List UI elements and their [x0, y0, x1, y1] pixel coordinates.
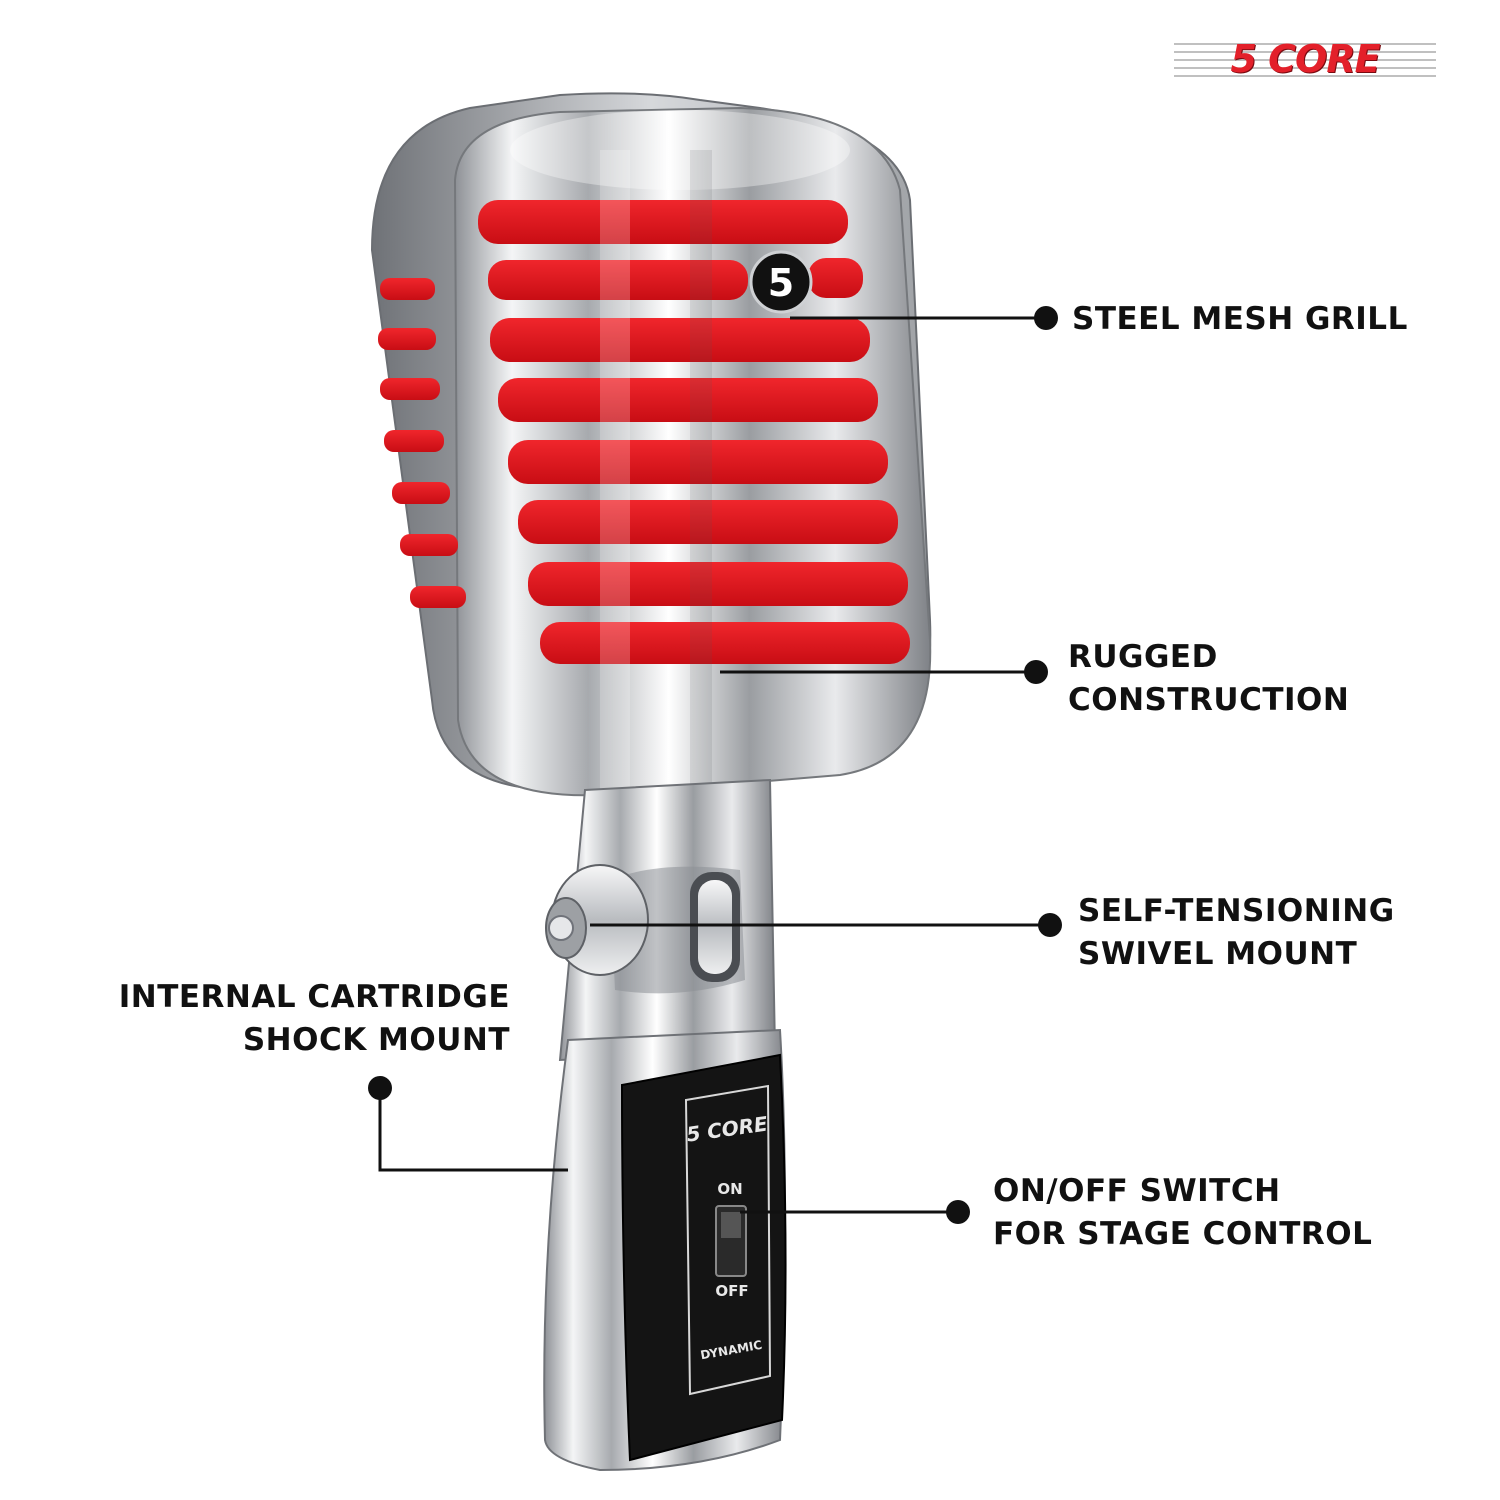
grill-badge	[749, 250, 813, 314]
callout-leaders	[368, 306, 1062, 1224]
callout-line: CONSTRUCTION	[1068, 682, 1350, 718]
callout-line: INTERNAL CARTRIDGE	[118, 979, 510, 1015]
callout-line: RUGGED	[1068, 639, 1218, 675]
callout-line: SWIVEL MOUNT	[1078, 936, 1358, 972]
callout-line: SELF-TENSIONING	[1078, 893, 1395, 929]
brand-logo: 5 CORE	[1174, 38, 1436, 80]
callout-dot-swivel	[1038, 913, 1062, 937]
callout-dot-construction	[1024, 660, 1048, 684]
steel-mesh-grill	[478, 200, 910, 664]
swivel-mount	[545, 778, 777, 1062]
logo-stripes	[1174, 43, 1436, 77]
callout-on-off-switch: ON/OFF SWITCH FOR STAGE CONTROL	[993, 1170, 1372, 1256]
callout-line: STEEL MESH GRILL	[1072, 301, 1408, 337]
callout-dot-shock	[368, 1076, 392, 1100]
brand-logo-text: 5 CORE	[1230, 37, 1380, 81]
callout-rugged-construction: RUGGED CONSTRUCTION	[1068, 636, 1349, 722]
microphone-head: 5	[370, 92, 932, 797]
callout-dot-grill	[1034, 306, 1058, 330]
callout-swivel-mount: SELF-TENSIONING SWIVEL MOUNT	[1078, 890, 1395, 976]
microphone-base: 5 CORE ON OFF DYNAMIC	[543, 1028, 787, 1472]
switch-off-label: OFF	[715, 1282, 748, 1300]
callout-line: SHOCK MOUNT	[242, 1022, 510, 1058]
callout-steel-mesh-grill: STEEL MESH GRILL	[1072, 298, 1408, 341]
switch-on-label: ON	[717, 1180, 742, 1198]
grill-badge-text: 5	[768, 261, 794, 305]
switch-panel	[620, 1053, 787, 1462]
callout-dot-switch	[946, 1200, 970, 1224]
callout-shock-mount: INTERNAL CARTRIDGE SHOCK MOUNT	[119, 976, 510, 1062]
callout-line: FOR STAGE CONTROL	[993, 1216, 1373, 1252]
side-grill-slots	[378, 278, 466, 608]
callout-line: ON/OFF SWITCH	[993, 1173, 1281, 1209]
